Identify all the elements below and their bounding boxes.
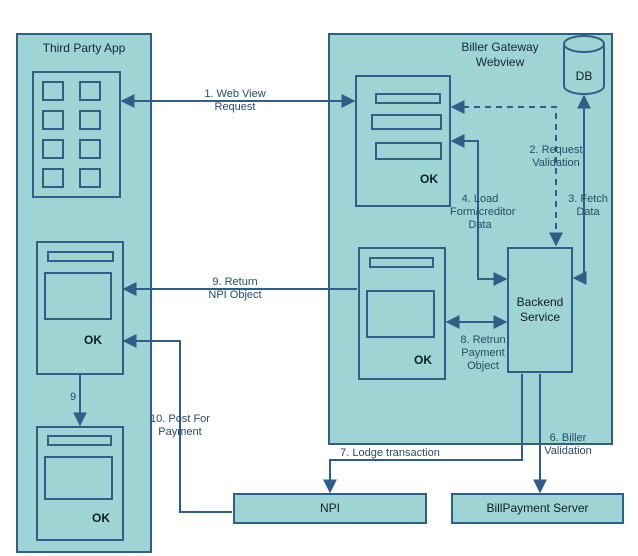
- edge-label-8: 8. Retrun Payment Object: [453, 334, 513, 373]
- db-label: DB: [575, 69, 593, 83]
- edge-label-3: 3. Fetch Data: [560, 193, 616, 219]
- backend-label-line2: Service: [519, 310, 560, 324]
- ok-label-app-npi: OK: [84, 333, 102, 347]
- biller-gateway-title-line2: Webview: [475, 55, 525, 69]
- biller-gateway-title: Biller Gateway Webview: [440, 40, 560, 70]
- edge-label-3-line2: Data: [576, 206, 600, 218]
- edge-label-10: 10. Post For Payment: [143, 413, 217, 439]
- edge-post-for-payment: [122, 334, 232, 513]
- edge-label-9a-line2: NPI Object: [208, 289, 262, 301]
- edge-lodge-transaction: [323, 374, 523, 494]
- biller-gateway-title-line1: Biller Gateway: [461, 40, 539, 54]
- edge-label-6: 6. Biller Validation: [540, 432, 596, 458]
- edge-label-4: 4. Load Form/creditor Data: [450, 193, 516, 232]
- backend-service-label: Backend Service: [508, 295, 572, 325]
- backend-label-line1: Backend: [516, 295, 564, 309]
- app-grid-icons: [42, 81, 101, 188]
- edge-label-10-line1: 10. Post For: [150, 413, 210, 425]
- edge-label-2: 2. Request Validation: [516, 144, 596, 170]
- edge-label-10-line2: Payment: [158, 426, 202, 438]
- backend-service-box: [507, 247, 573, 373]
- edge-label-1: 1. Web View Request: [180, 88, 290, 114]
- db-cylinder: [563, 35, 605, 95]
- ok-label-app-payment: OK: [92, 511, 110, 525]
- npi-label: NPI: [319, 501, 340, 515]
- ok-label-gateway-form: OK: [420, 172, 438, 186]
- edge-label-7: 7. Lodge transaction: [340, 447, 440, 459]
- npi-box: [233, 493, 427, 524]
- edge-label-4-line3: Data: [468, 219, 492, 231]
- edge-load-form-data: [450, 134, 508, 286]
- edge-label-8-line3: Object: [467, 360, 499, 372]
- billpayment-server-label: BillPayment Server: [486, 501, 589, 515]
- edge-label-4-line2: Form/creditor: [450, 206, 516, 218]
- edge-label-2-line2: Validation: [532, 157, 580, 169]
- edge-label-3-line1: 3. Fetch: [568, 193, 608, 205]
- third-party-app-title: Third Party App: [42, 41, 126, 55]
- edge-label-6-line1: 6. Biller: [549, 432, 587, 444]
- edge-label-1-line1: 1. Web View: [204, 88, 266, 100]
- billpayment-server-box: [451, 493, 624, 524]
- edge-label-9a: 9. Return NPI Object: [190, 276, 280, 302]
- edge-label-6-line2: Validation: [544, 445, 592, 457]
- edge-label-4-line1: 4. Load: [461, 193, 499, 205]
- edge-label-8-line2: Payment: [461, 347, 505, 359]
- edge-label-9b: 9: [69, 391, 77, 403]
- ok-label-gateway-payment: OK: [414, 353, 432, 367]
- edge-label-8-line1: 8. Retrun: [460, 334, 506, 346]
- edge-label-9a-line1: 9. Return: [212, 276, 258, 288]
- app-grid-screen: [32, 71, 121, 198]
- edge-fetch-data: [572, 94, 591, 285]
- edge-label-1-line2: Request: [214, 101, 256, 113]
- edge-request-validation: [450, 100, 563, 247]
- edge-label-2-line1: 2. Request: [529, 144, 583, 156]
